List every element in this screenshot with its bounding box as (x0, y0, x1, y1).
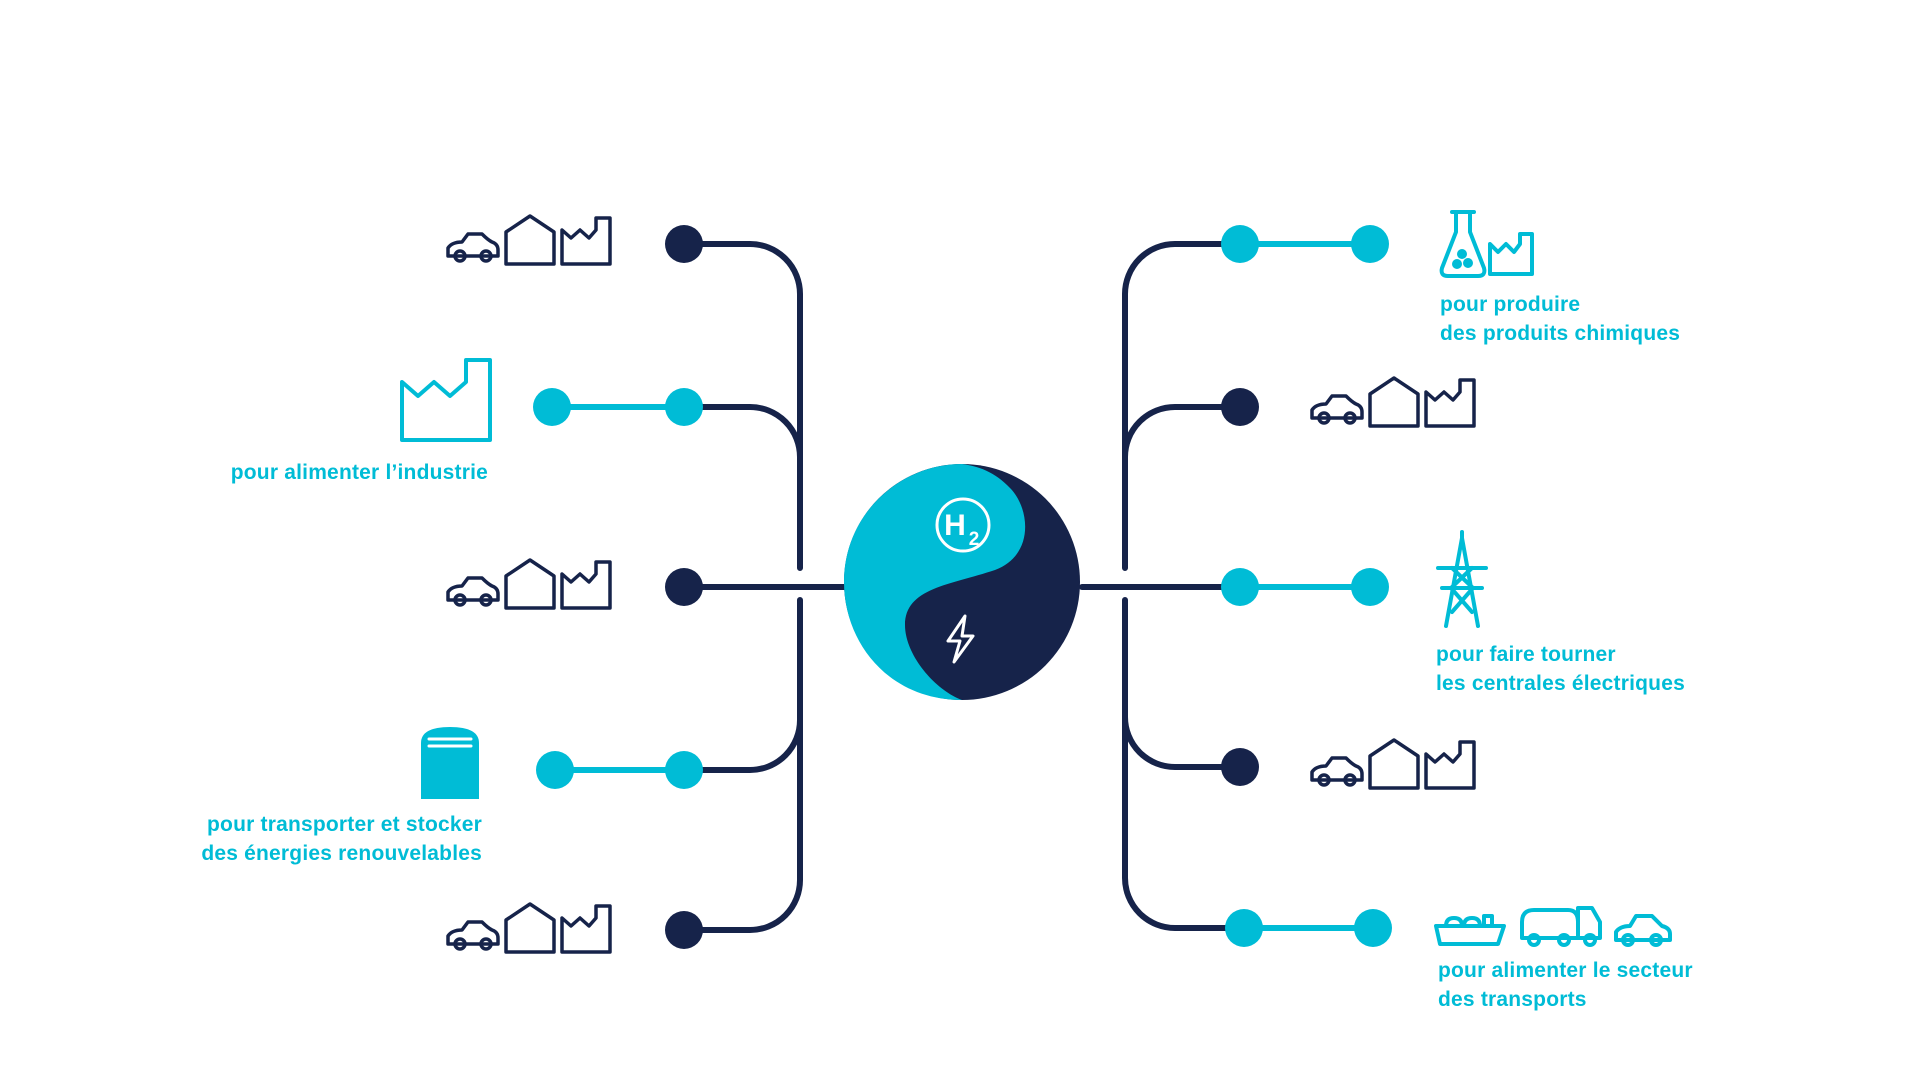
connector-right-4 (1122, 617, 1243, 770)
label-transport-storage-line-1: pour transporter et stocker (207, 813, 482, 836)
tanker-truck-icon (1520, 906, 1602, 947)
connector-right-2 (1122, 404, 1243, 571)
connector-right-1 (1122, 241, 1243, 473)
chemistry-flask-icon (1439, 210, 1487, 278)
factory-icon (560, 904, 612, 954)
label-power-plants-line-1: pour faire tourner (1436, 643, 1616, 666)
node-right-5-inner (1225, 909, 1263, 947)
car-icon (446, 232, 500, 263)
center-yin-yang-emblem: H 2 (844, 464, 1080, 700)
node-right-1-inner (1221, 225, 1259, 263)
icon-group-right-2 (1310, 376, 1476, 428)
car-icon (446, 920, 500, 951)
house-icon (1368, 376, 1420, 428)
connector-right-5 (1122, 597, 1247, 931)
emblem-cyan-half (844, 464, 1026, 700)
node-right-4 (1221, 748, 1259, 786)
cargo-ship-icon (1434, 914, 1506, 946)
factory-icon (1424, 740, 1476, 790)
car-icon (1614, 914, 1672, 947)
car-icon (1310, 394, 1364, 425)
car-icon (446, 576, 500, 607)
power-pylon-icon (1436, 530, 1488, 628)
neutral-icon-groups (446, 214, 1476, 954)
label-transport-sector-line-1: pour alimenter le secteur (1438, 959, 1693, 982)
icon-group-left-5 (446, 902, 612, 954)
node-left-2-outer (533, 388, 571, 426)
node-left-1 (665, 225, 703, 263)
node-left-4-outer (536, 751, 574, 789)
node-left-4-inner (665, 751, 703, 789)
connector-left-2 (681, 404, 803, 571)
hydrogen-h2-icon: H 2 (935, 497, 991, 553)
label-chemicals-line-2: des produits chimiques (1440, 322, 1681, 345)
connector-left-4 (681, 617, 803, 773)
label-transport-sector: pour alimenter le secteur des transports (1438, 956, 1693, 1014)
factory-icon (1488, 232, 1534, 276)
connector-left-1 (681, 241, 803, 473)
factory-icon (400, 358, 492, 442)
node-right-5-outer (1354, 909, 1392, 947)
label-industry-line-1: pour alimenter l’industrie (230, 461, 488, 484)
node-left-3 (665, 568, 703, 606)
node-right-3-outer (1351, 568, 1389, 606)
label-power-plants-line-2: les centrales électriques (1436, 672, 1685, 695)
connector-lines (549, 241, 1376, 933)
application-icons (400, 210, 1672, 947)
node-left-2-inner (665, 388, 703, 426)
label-chemicals: pour produire des produits chimiques (1440, 290, 1680, 348)
node-right-2 (1221, 388, 1259, 426)
node-left-5 (665, 911, 703, 949)
hydrogen-symbol: H (944, 509, 966, 542)
lightning-bolt-icon (946, 614, 975, 664)
node-right-3-inner (1221, 568, 1259, 606)
connector-nodes (533, 225, 1392, 949)
car-icon (1310, 756, 1364, 787)
label-industry: pour alimenter l’industrie (231, 458, 488, 487)
label-chemicals-line-1: pour produire (1440, 293, 1581, 316)
house-icon (504, 558, 556, 610)
node-right-1-outer (1351, 225, 1389, 263)
factory-icon (1424, 378, 1476, 428)
house-icon (504, 214, 556, 266)
icon-group-right-4 (1310, 738, 1476, 790)
label-transport-storage-line-2: des énergies renouvelables (201, 842, 482, 865)
factory-icon (560, 216, 612, 266)
icon-group-left-1 (446, 214, 612, 266)
label-power-plants: pour faire tourner les centrales électri… (1436, 640, 1685, 698)
house-icon (1368, 738, 1420, 790)
connector-left-5 (681, 597, 803, 933)
label-transport-sector-line-2: des transports (1438, 988, 1587, 1011)
house-icon (504, 902, 556, 954)
icon-group-left-3 (446, 558, 612, 610)
hydrogen-subscript: 2 (969, 529, 980, 550)
factory-icon (560, 560, 612, 610)
storage-tank-icon (421, 727, 479, 799)
label-transport-storage: pour transporter et stocker des énergies… (201, 810, 482, 868)
